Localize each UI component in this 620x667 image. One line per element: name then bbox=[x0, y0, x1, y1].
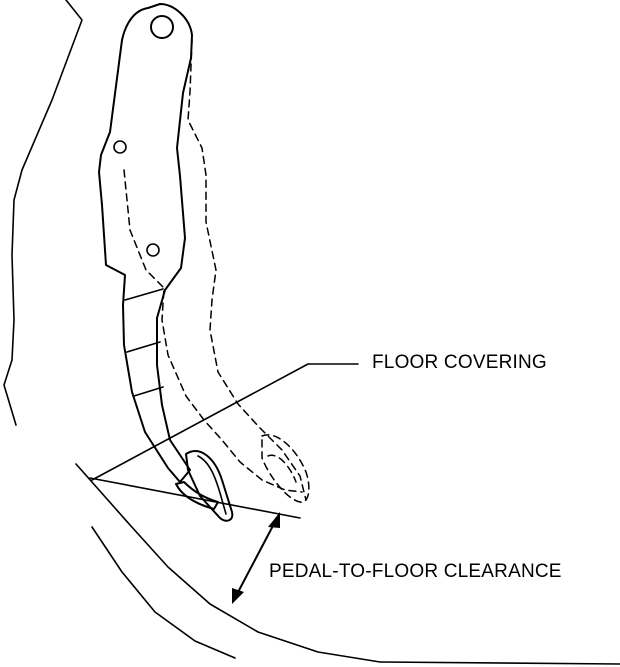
pedal-to-floor-clearance-label: PEDAL-TO-FLOOR CLEARANCE bbox=[269, 561, 562, 582]
pedal-arm-released bbox=[187, 39, 307, 501]
arm-hatch-3 bbox=[133, 386, 164, 397]
pedal-pad-released bbox=[261, 434, 310, 503]
pedal-pad bbox=[185, 450, 234, 522]
pedal-pad-face bbox=[197, 455, 227, 515]
pedal-arm bbox=[98, 3, 193, 483]
clearance-arrow bbox=[232, 512, 280, 604]
pedal-pad-base bbox=[175, 481, 219, 510]
floor-panel-upper bbox=[75, 463, 620, 665]
arm-hatch-1 bbox=[124, 288, 164, 301]
pivot-hole bbox=[150, 15, 174, 39]
firewall-outline bbox=[3, 0, 83, 426]
floor-covering-leader bbox=[91, 363, 359, 481]
floor-covering-line bbox=[89, 477, 301, 519]
pedal-pad-released-inner bbox=[267, 454, 297, 483]
floor-panel-lower bbox=[91, 526, 236, 659]
mount-hole-upper bbox=[113, 140, 127, 154]
pedal-arm-released-inner bbox=[123, 169, 303, 493]
mount-hole-lower bbox=[146, 243, 160, 257]
arm-hatch-2 bbox=[126, 341, 161, 353]
floor-covering-label: FLOOR COVERING bbox=[372, 352, 547, 373]
